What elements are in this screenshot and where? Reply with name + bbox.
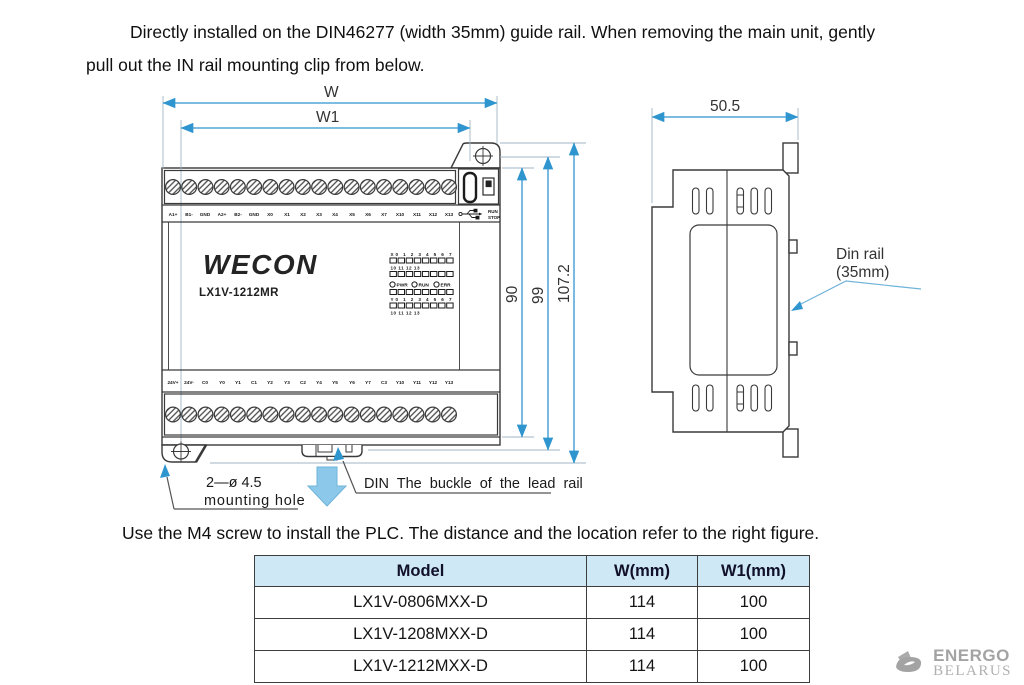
din-buckle-note: DIN The buckle of the lead rail: [364, 476, 583, 492]
side-panel-cover: [689, 224, 778, 376]
intro-line-2: pull out the IN rail mounting clip from …: [86, 55, 425, 75]
mounting-hole-top: [473, 146, 493, 166]
din-claw-upper: [788, 239, 798, 254]
dim-label-w1: W1: [316, 109, 339, 126]
usb-port: [462, 171, 478, 204]
usb-icon: [458, 208, 483, 220]
dimension-lines: [162, 97, 799, 464]
watermark-line-2: BELARUS: [933, 663, 1012, 679]
led-x-row2-labels: 10 11 12 13: [391, 266, 420, 271]
din-hook-bottom: [782, 428, 799, 458]
w1-cell: 100: [697, 618, 810, 651]
din-claw-lower: [788, 341, 798, 356]
mounting-hole-arrowhead: [160, 464, 170, 478]
w-cell: 114: [586, 650, 698, 683]
dim-label-99: 99: [530, 287, 547, 304]
removal-direction-arrow: [306, 466, 348, 507]
column-header-w: W(mm): [586, 555, 698, 587]
w1-cell: 100: [697, 650, 810, 683]
svg-text:PWR: PWR: [397, 283, 409, 289]
intro-line-1: Directly installed on the DIN46277 (widt…: [130, 22, 876, 42]
stop-label: STOP: [488, 215, 500, 220]
intro-paragraph: Directly installed on the DIN46277 (widt…: [86, 16, 932, 82]
din-rail-label: Din rail (35mm): [836, 246, 889, 281]
din-hook-top: [782, 142, 799, 174]
din-rail-leader: [798, 280, 922, 306]
din-rail-arrowhead: [791, 301, 803, 311]
energo-logo-icon: [896, 650, 922, 672]
annotations: 2—ø 4.5 mounting hole DIN The buckle of …: [160, 447, 583, 510]
dim-label-w: W: [324, 84, 339, 101]
run-label: RUN: [488, 209, 498, 214]
mounting-hole-bottom: [171, 441, 208, 463]
watermark-line-1: ENERGO: [933, 646, 1010, 665]
watermark: ENERGO BELARUS: [892, 646, 1012, 679]
mounting-hole-note-line2: mounting hole: [204, 493, 306, 509]
dimension-table: Model W(mm) W1(mm) LX1V-0806MXX-D 114 10…: [254, 555, 810, 683]
table-header-row: Model W(mm) W1(mm): [254, 555, 810, 587]
vent-slots-lower: [691, 384, 773, 412]
run-stop-switch: [482, 177, 495, 196]
model-label: LX1V-1212MR: [199, 287, 279, 299]
model-cell: LX1V-0806MXX-D: [254, 586, 587, 619]
w1-cell: 100: [697, 586, 810, 619]
top-terminal-block: [163, 168, 500, 205]
table-row: LX1V-1208MXX-D 114 100: [254, 618, 810, 651]
dim-label-107-2: 107.2: [556, 264, 573, 303]
model-cell: LX1V-1212MXX-D: [254, 650, 587, 683]
plc-side-view: Din rail (35mm): [651, 108, 922, 458]
plc-front-view: W W1 90 99 107.2 50.5: [161, 84, 799, 464]
status-leds: PWR RUN ERR: [389, 281, 452, 289]
vent-slots-upper: [691, 187, 773, 215]
model-cell: LX1V-1208MXX-D: [254, 618, 587, 651]
table-row: LX1V-1212MXX-D 114 100: [254, 650, 810, 683]
install-note: Use the M4 screw to install the PLC. The…: [122, 523, 820, 543]
din-buckle-arrowhead: [333, 447, 344, 461]
side-body: [651, 169, 790, 433]
column-header-w1: W1(mm): [697, 555, 810, 587]
dim-label-50-5: 50.5: [710, 98, 740, 115]
column-header-model: Model: [254, 555, 587, 587]
bottom-terminal-block: [162, 393, 500, 438]
svg-text:RUN: RUN: [419, 283, 430, 289]
led-y-row2-labels: 10 11 12 13: [391, 311, 420, 316]
brand-logo: WECON: [203, 249, 318, 280]
w-cell: 114: [586, 618, 698, 651]
svg-text:ERR: ERR: [441, 283, 452, 289]
dim-label-90: 90: [504, 285, 521, 303]
mounting-hole-note-line1: 2—ø 4.5: [206, 475, 262, 491]
w-cell: 114: [586, 586, 698, 619]
table-row: LX1V-0806MXX-D 114 100: [254, 586, 810, 619]
